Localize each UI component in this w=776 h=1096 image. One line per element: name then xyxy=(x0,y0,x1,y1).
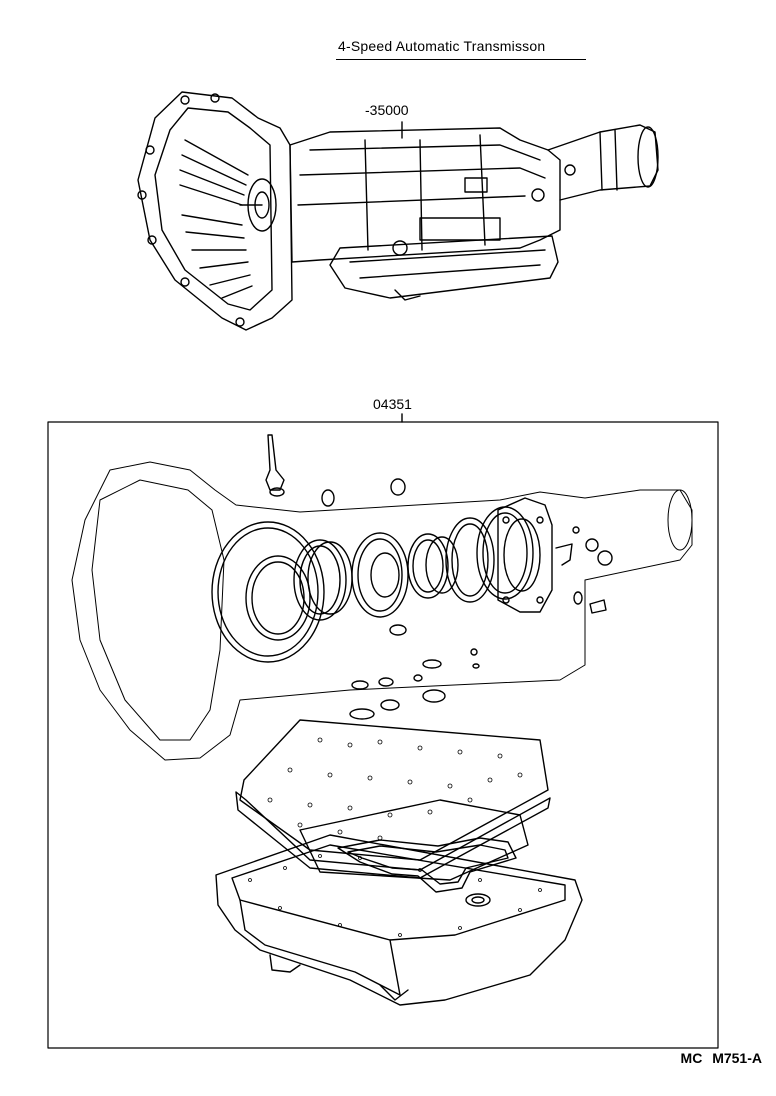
rear-gasket xyxy=(497,497,553,613)
valve-body-o-rings xyxy=(349,624,480,720)
title-underline xyxy=(336,59,586,60)
case-outline xyxy=(71,461,693,761)
extension-housing xyxy=(547,124,659,201)
small-seal xyxy=(572,526,580,534)
diagram-title: 4-Speed Automatic Transmisson xyxy=(338,38,546,54)
small-seal xyxy=(573,591,583,605)
small-seal xyxy=(597,550,613,566)
pan-bracket xyxy=(269,954,301,973)
bell-housing-ribs xyxy=(179,139,253,299)
clip xyxy=(555,543,573,566)
figure-code: MC M751-A xyxy=(680,1050,762,1066)
bell-housing xyxy=(137,91,293,331)
callout-gasket-kit-part-number: 04351 xyxy=(373,396,412,412)
oil-pan xyxy=(329,235,559,299)
drain-plug xyxy=(465,893,491,907)
dipstick xyxy=(265,434,285,491)
transmission-assembly-illustration xyxy=(137,91,659,331)
valve-body-separator xyxy=(299,799,529,881)
gasket-kit-illustration xyxy=(71,434,693,1006)
clutch-piston-seals xyxy=(211,506,534,663)
o-ring-small xyxy=(390,478,406,496)
valve-body-plate-upper xyxy=(239,719,549,861)
valve-body-holes xyxy=(267,737,523,841)
oil-pan-bolts xyxy=(248,854,542,937)
plug xyxy=(589,599,607,614)
output-yoke-opening xyxy=(637,126,659,188)
pan-bracket xyxy=(379,984,409,1001)
callout-assembly-part-number: -35000 xyxy=(365,102,409,118)
transmission-case xyxy=(289,127,561,263)
valve-body-plate-middle xyxy=(235,791,551,879)
o-ring-small xyxy=(321,489,335,507)
gasket-kit-oil-pan xyxy=(215,834,583,1006)
bell-housing-bolts xyxy=(137,93,245,327)
oil-pan-gasket xyxy=(337,837,517,893)
small-seal xyxy=(585,538,599,552)
gasket-kit-frame xyxy=(47,421,719,1049)
